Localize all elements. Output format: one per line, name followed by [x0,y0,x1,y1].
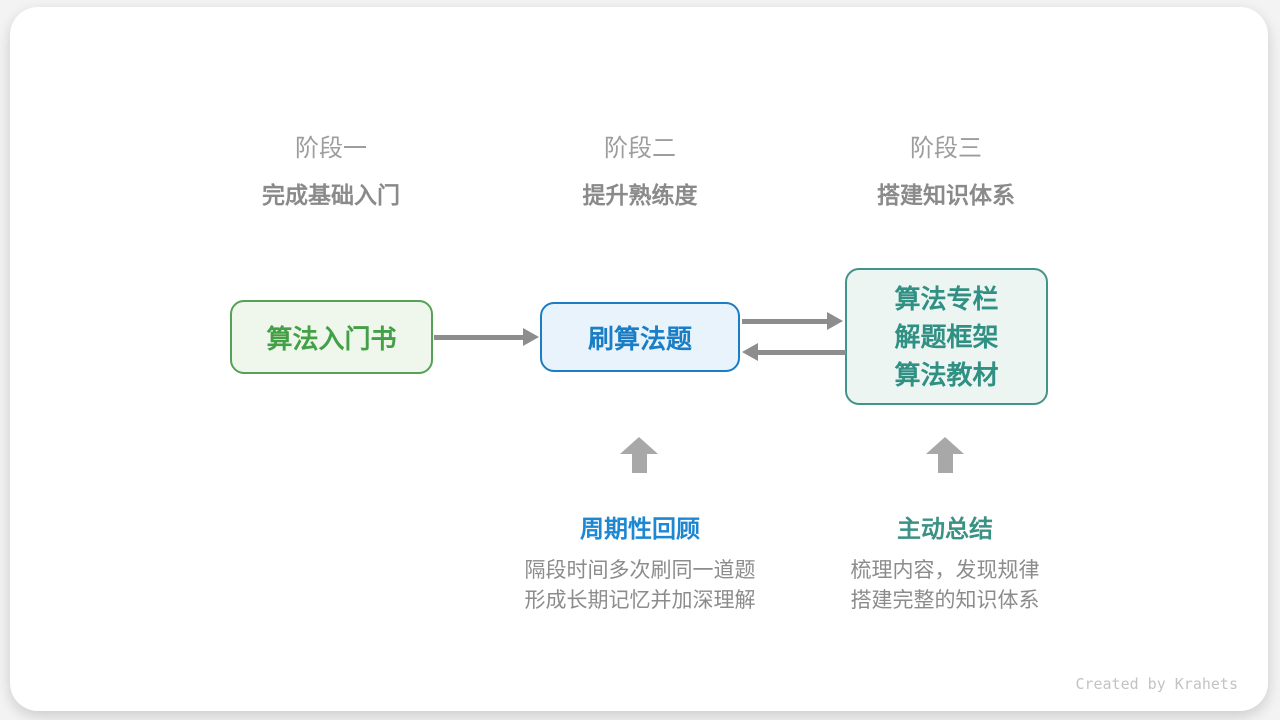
annotation-periodic-review-desc-line2: 形成长期记忆并加深理解 [524,589,756,612]
node-resource-line-2: 解题框架 [894,321,999,352]
node-practice-problems-label: 刷算法题 [587,323,692,354]
node-intro-book-label: 算法入门书 [266,323,397,354]
stage-3-label: 阶段三 [910,135,982,162]
up-arrow-active-summary-icon [926,437,964,473]
stage-3-subtitle: 搭建知识体系 [877,182,1015,208]
annotation-active-summary-desc-line2: 搭建完整的知识体系 [850,589,1040,612]
node-resource-line-1: 算法专栏 [894,283,999,314]
arrow-practice-to-resources-head-icon [827,312,843,330]
annotation-periodic-review-title: 周期性回顾 [580,516,700,543]
annotation-periodic-review-desc: 隔段时间多次刷同一道题 形成长期记忆并加深理解 [460,556,820,616]
annotation-active-summary-title: 主动总结 [897,516,993,543]
stage-2-subtitle: 提升熟练度 [582,182,698,208]
arrow-resources-to-practice-head-icon [742,343,758,361]
arrow-resources-to-practice-line [757,350,846,355]
credit-text: Created by Krahets [1075,675,1238,693]
annotation-periodic-review-desc-line1: 隔段时间多次刷同一道题 [524,559,756,582]
annotation-active-summary-desc-line1: 梳理内容，发现规律 [850,559,1040,582]
arrow-intro-to-practice-head-icon [523,328,539,346]
node-resource-line-3: 算法教材 [894,359,999,390]
arrow-intro-to-practice-line [434,335,526,340]
up-arrow-periodic-review-icon [620,437,658,473]
stage-1-label: 阶段一 [295,135,367,162]
arrow-practice-to-resources-line [742,319,829,324]
stage-2-label: 阶段二 [604,135,676,162]
node-practice-problems: 刷算法题 [540,302,740,372]
stage-1-subtitle: 完成基础入门 [262,182,400,208]
node-knowledge-resources: 算法专栏 解题框架 算法教材 [845,268,1048,405]
node-intro-book: 算法入门书 [230,300,433,374]
annotation-active-summary-desc: 梳理内容，发现规律 搭建完整的知识体系 [765,556,1125,616]
